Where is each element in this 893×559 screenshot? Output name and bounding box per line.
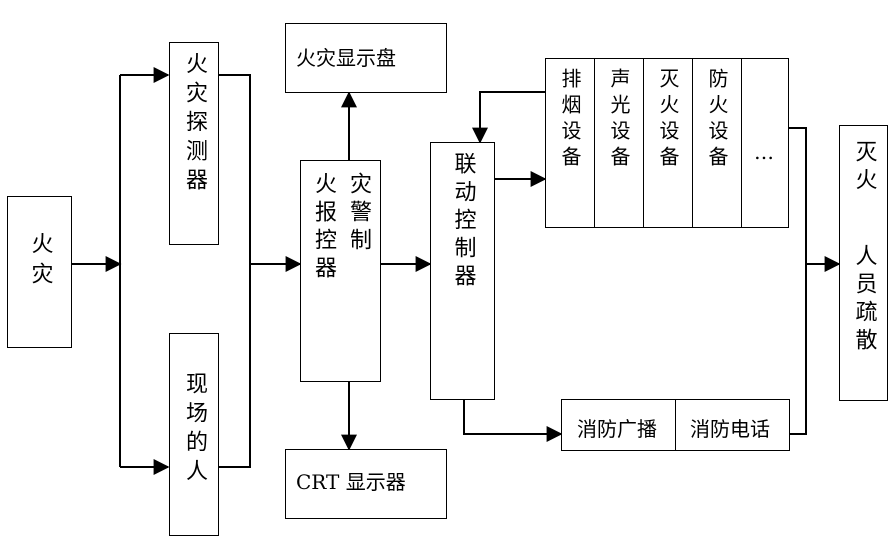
linkage-controller-label: 联动控制器 — [430, 152, 495, 292]
alarm-controller-col1: 灾警制 — [343, 172, 373, 256]
alarm-controller-col2-text: 火报控器 — [311, 172, 336, 284]
fire-display-panel-label: 火灾显示盘 — [296, 46, 396, 70]
smoke-exhaust-label: 排烟设备 — [545, 68, 595, 172]
fire-prevention-box — [692, 58, 742, 228]
fire-detector-text: 火灾探测器 — [182, 52, 207, 197]
sound-light-text: 声光设备 — [607, 68, 631, 172]
telephone-label: 消防电话 — [690, 417, 770, 441]
fire-detector-label: 火灾探测器 — [169, 52, 219, 197]
linkage-controller-text: 联动控制器 — [450, 152, 476, 292]
sound-light-label: 声光设备 — [594, 68, 644, 172]
crt-display-label: CRT 显示器 — [296, 470, 406, 494]
extinguishing-label: 灭火设备 — [643, 68, 693, 172]
fire-display-panel-box — [285, 23, 447, 93]
fire-text: 火灾 — [27, 232, 53, 292]
linkage-controller-box — [430, 142, 495, 400]
outcome-col2-text: 人员疏散 — [851, 244, 877, 356]
connector-outcome-merge — [789, 127, 807, 435]
extinguishing-box — [643, 58, 693, 228]
fire-box — [7, 196, 72, 348]
connector-detector-merge — [219, 74, 251, 468]
on-site-person-text: 现场的人 — [182, 372, 207, 488]
extinguishing-text: 灭火设备 — [656, 68, 680, 172]
alarm-controller-box — [300, 160, 381, 382]
outcome-box — [839, 125, 888, 401]
on-site-person-box — [169, 333, 219, 536]
fire-label: 火灾 — [7, 232, 72, 292]
equipment-ellipsis: … — [754, 140, 774, 164]
outcome-col1-text: 灭火 — [851, 140, 877, 196]
outcome-col2: 人员疏散 — [839, 244, 888, 356]
broadcast-label: 消防广播 — [577, 417, 657, 441]
fire-prevention-text: 防火设备 — [705, 68, 729, 172]
alarm-controller-col1-text: 灾警制 — [346, 172, 371, 256]
broadcast-box — [561, 399, 676, 451]
fire-detector-box — [169, 42, 219, 245]
alarm-controller-col2: 火报控器 — [308, 172, 338, 284]
connector-feedback — [472, 91, 545, 144]
crt-display-box — [285, 449, 447, 519]
telephone-box — [675, 399, 790, 451]
smoke-exhaust-text: 排烟设备 — [558, 68, 582, 172]
on-site-person-label: 现场的人 — [169, 372, 219, 488]
outcome-col1: 灭火 — [839, 140, 888, 196]
fire-prevention-label: 防火设备 — [692, 68, 742, 172]
connector-to-broadcast — [463, 400, 563, 442]
